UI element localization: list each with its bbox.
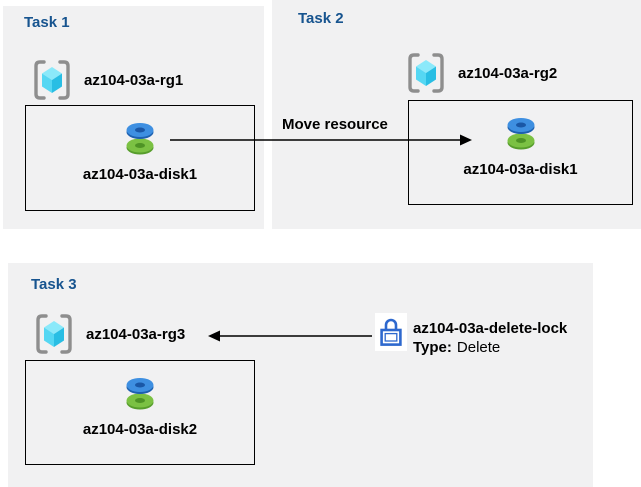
managed-disk-icon xyxy=(126,378,154,410)
lock-type-line: Type:Delete xyxy=(413,339,500,356)
lock-name-label: az104-03a-delete-lock xyxy=(413,320,568,337)
move-resource-label: Move resource xyxy=(282,116,388,133)
lock-type-value: Delete xyxy=(456,339,501,356)
task1-title: Task 1 xyxy=(24,14,70,31)
task1-resource-box: az104-03a-disk1 xyxy=(25,105,255,211)
lock-icon xyxy=(380,318,402,346)
managed-disk-icon xyxy=(507,118,534,150)
resource-group-icon xyxy=(36,314,72,354)
resource-group-label: az104-03a-rg2 xyxy=(458,64,558,82)
task3-resource-group: az104-03a-rg3 xyxy=(34,313,185,355)
task1-resource-group: az104-03a-rg1 xyxy=(32,59,183,101)
task3-panel: Task 3 az104-03a-rg3 az104-03a-disk2 xyxy=(8,263,593,487)
task3-resource-box: az104-03a-disk2 xyxy=(25,360,255,465)
task2-resource-box: az104-03a-disk1 xyxy=(408,100,633,205)
disk-label: az104-03a-disk1 xyxy=(82,166,198,183)
lock-type-label: Type: xyxy=(413,339,452,356)
task3-title: Task 3 xyxy=(31,276,77,293)
resource-group-label: az104-03a-rg1 xyxy=(84,71,184,89)
managed-disk-icon xyxy=(126,123,154,155)
disk-label: az104-03a-disk1 xyxy=(463,161,578,178)
task2-panel: Task 2 az104-03a-rg2 az104-03a-disk1 xyxy=(272,0,641,229)
lock-arrow xyxy=(208,330,372,342)
task2-title: Task 2 xyxy=(298,10,344,27)
resource-group-icon xyxy=(34,60,70,100)
disk-label: az104-03a-disk2 xyxy=(82,421,198,438)
lock-chip xyxy=(375,313,407,351)
move-resource-arrow xyxy=(170,134,472,146)
resource-group-icon xyxy=(408,53,444,93)
task2-resource-group: az104-03a-rg2 xyxy=(406,52,557,94)
task1-panel: Task 1 az104-03a-rg1 az104-03a-disk1 xyxy=(3,6,264,229)
resource-group-label: az104-03a-rg3 xyxy=(86,325,186,343)
